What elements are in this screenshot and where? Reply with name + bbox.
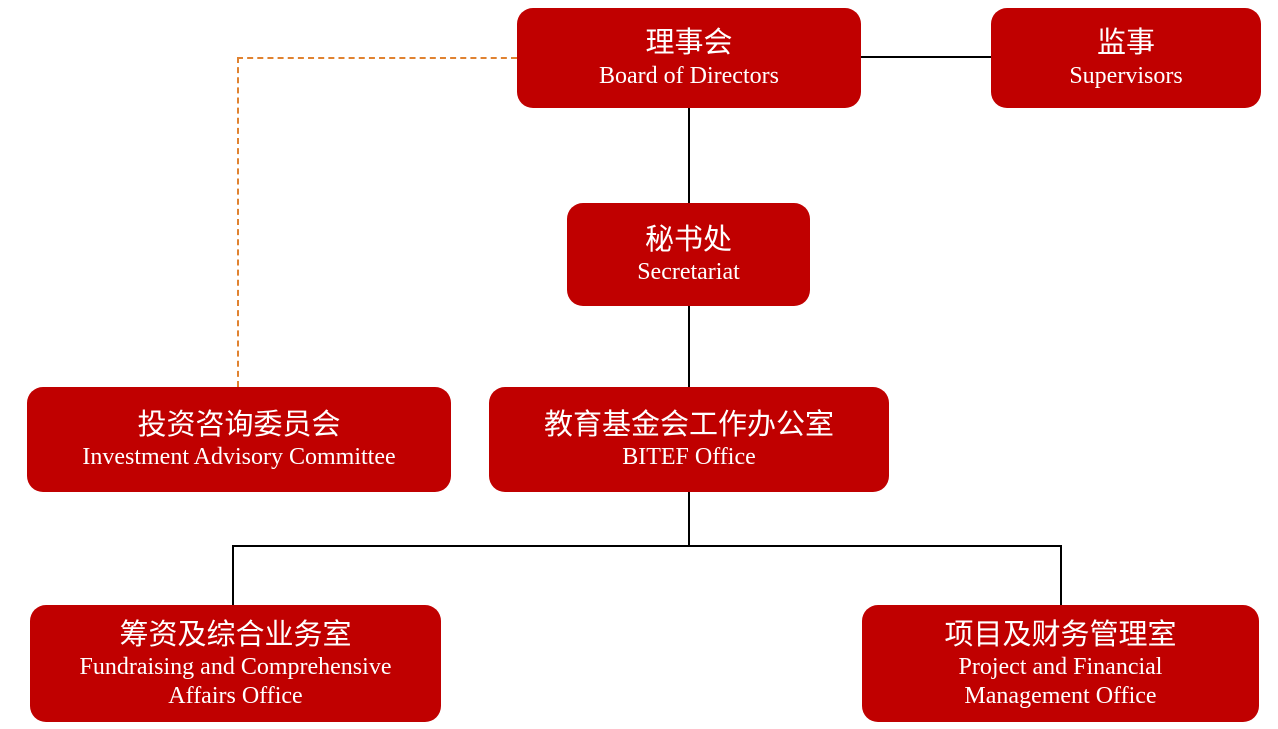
connector-bitef-bus (688, 492, 690, 545)
board-title-zh: 理事会 (645, 27, 733, 60)
node-bitef-office: 教育基金会工作办公室 BITEF Office (489, 387, 889, 492)
node-secretariat: 秘书处 Secretariat (567, 203, 810, 306)
connector-dashed-board-investment-horizontal (237, 57, 517, 59)
connector-bus-horizontal (232, 545, 1060, 547)
node-project-financial-office: 项目及财务管理室 Project and Financial Managemen… (862, 605, 1259, 722)
node-board-of-directors: 理事会 Board of Directors (517, 8, 861, 108)
connector-board-supervisors (861, 56, 991, 58)
supervisors-title-en: Supervisors (1069, 62, 1183, 89)
project-title-en: Project and Financial Management Office (958, 653, 1163, 709)
bitef-title-en: BITEF Office (622, 444, 756, 471)
supervisors-title-zh: 监事 (1096, 27, 1155, 60)
project-title-zh: 项目及财务管理室 (944, 618, 1177, 651)
fundraising-title-en: Fundraising and Comprehensive Affairs Of… (79, 653, 392, 709)
secretariat-title-en: Secretariat (637, 259, 740, 286)
fundraising-title-zh: 筹资及综合业务室 (119, 618, 352, 651)
board-title-en: Board of Directors (599, 62, 779, 89)
connector-bus-project (1060, 545, 1062, 605)
connector-secretariat-bitef (688, 306, 690, 387)
connector-dashed-board-investment-vertical (237, 57, 239, 387)
node-supervisors: 监事 Supervisors (991, 8, 1261, 108)
investment-title-zh: 投资咨询委员会 (137, 408, 341, 441)
node-fundraising-office: 筹资及综合业务室 Fundraising and Comprehensive A… (30, 605, 441, 722)
investment-title-en: Investment Advisory Committee (82, 444, 396, 471)
secretariat-title-zh: 秘书处 (644, 223, 732, 256)
connector-bus-fundraising (232, 545, 234, 605)
node-investment-advisory-committee: 投资咨询委员会 Investment Advisory Committee (27, 387, 451, 492)
connector-board-secretariat (688, 108, 690, 203)
bitef-title-zh: 教育基金会工作办公室 (543, 408, 834, 441)
